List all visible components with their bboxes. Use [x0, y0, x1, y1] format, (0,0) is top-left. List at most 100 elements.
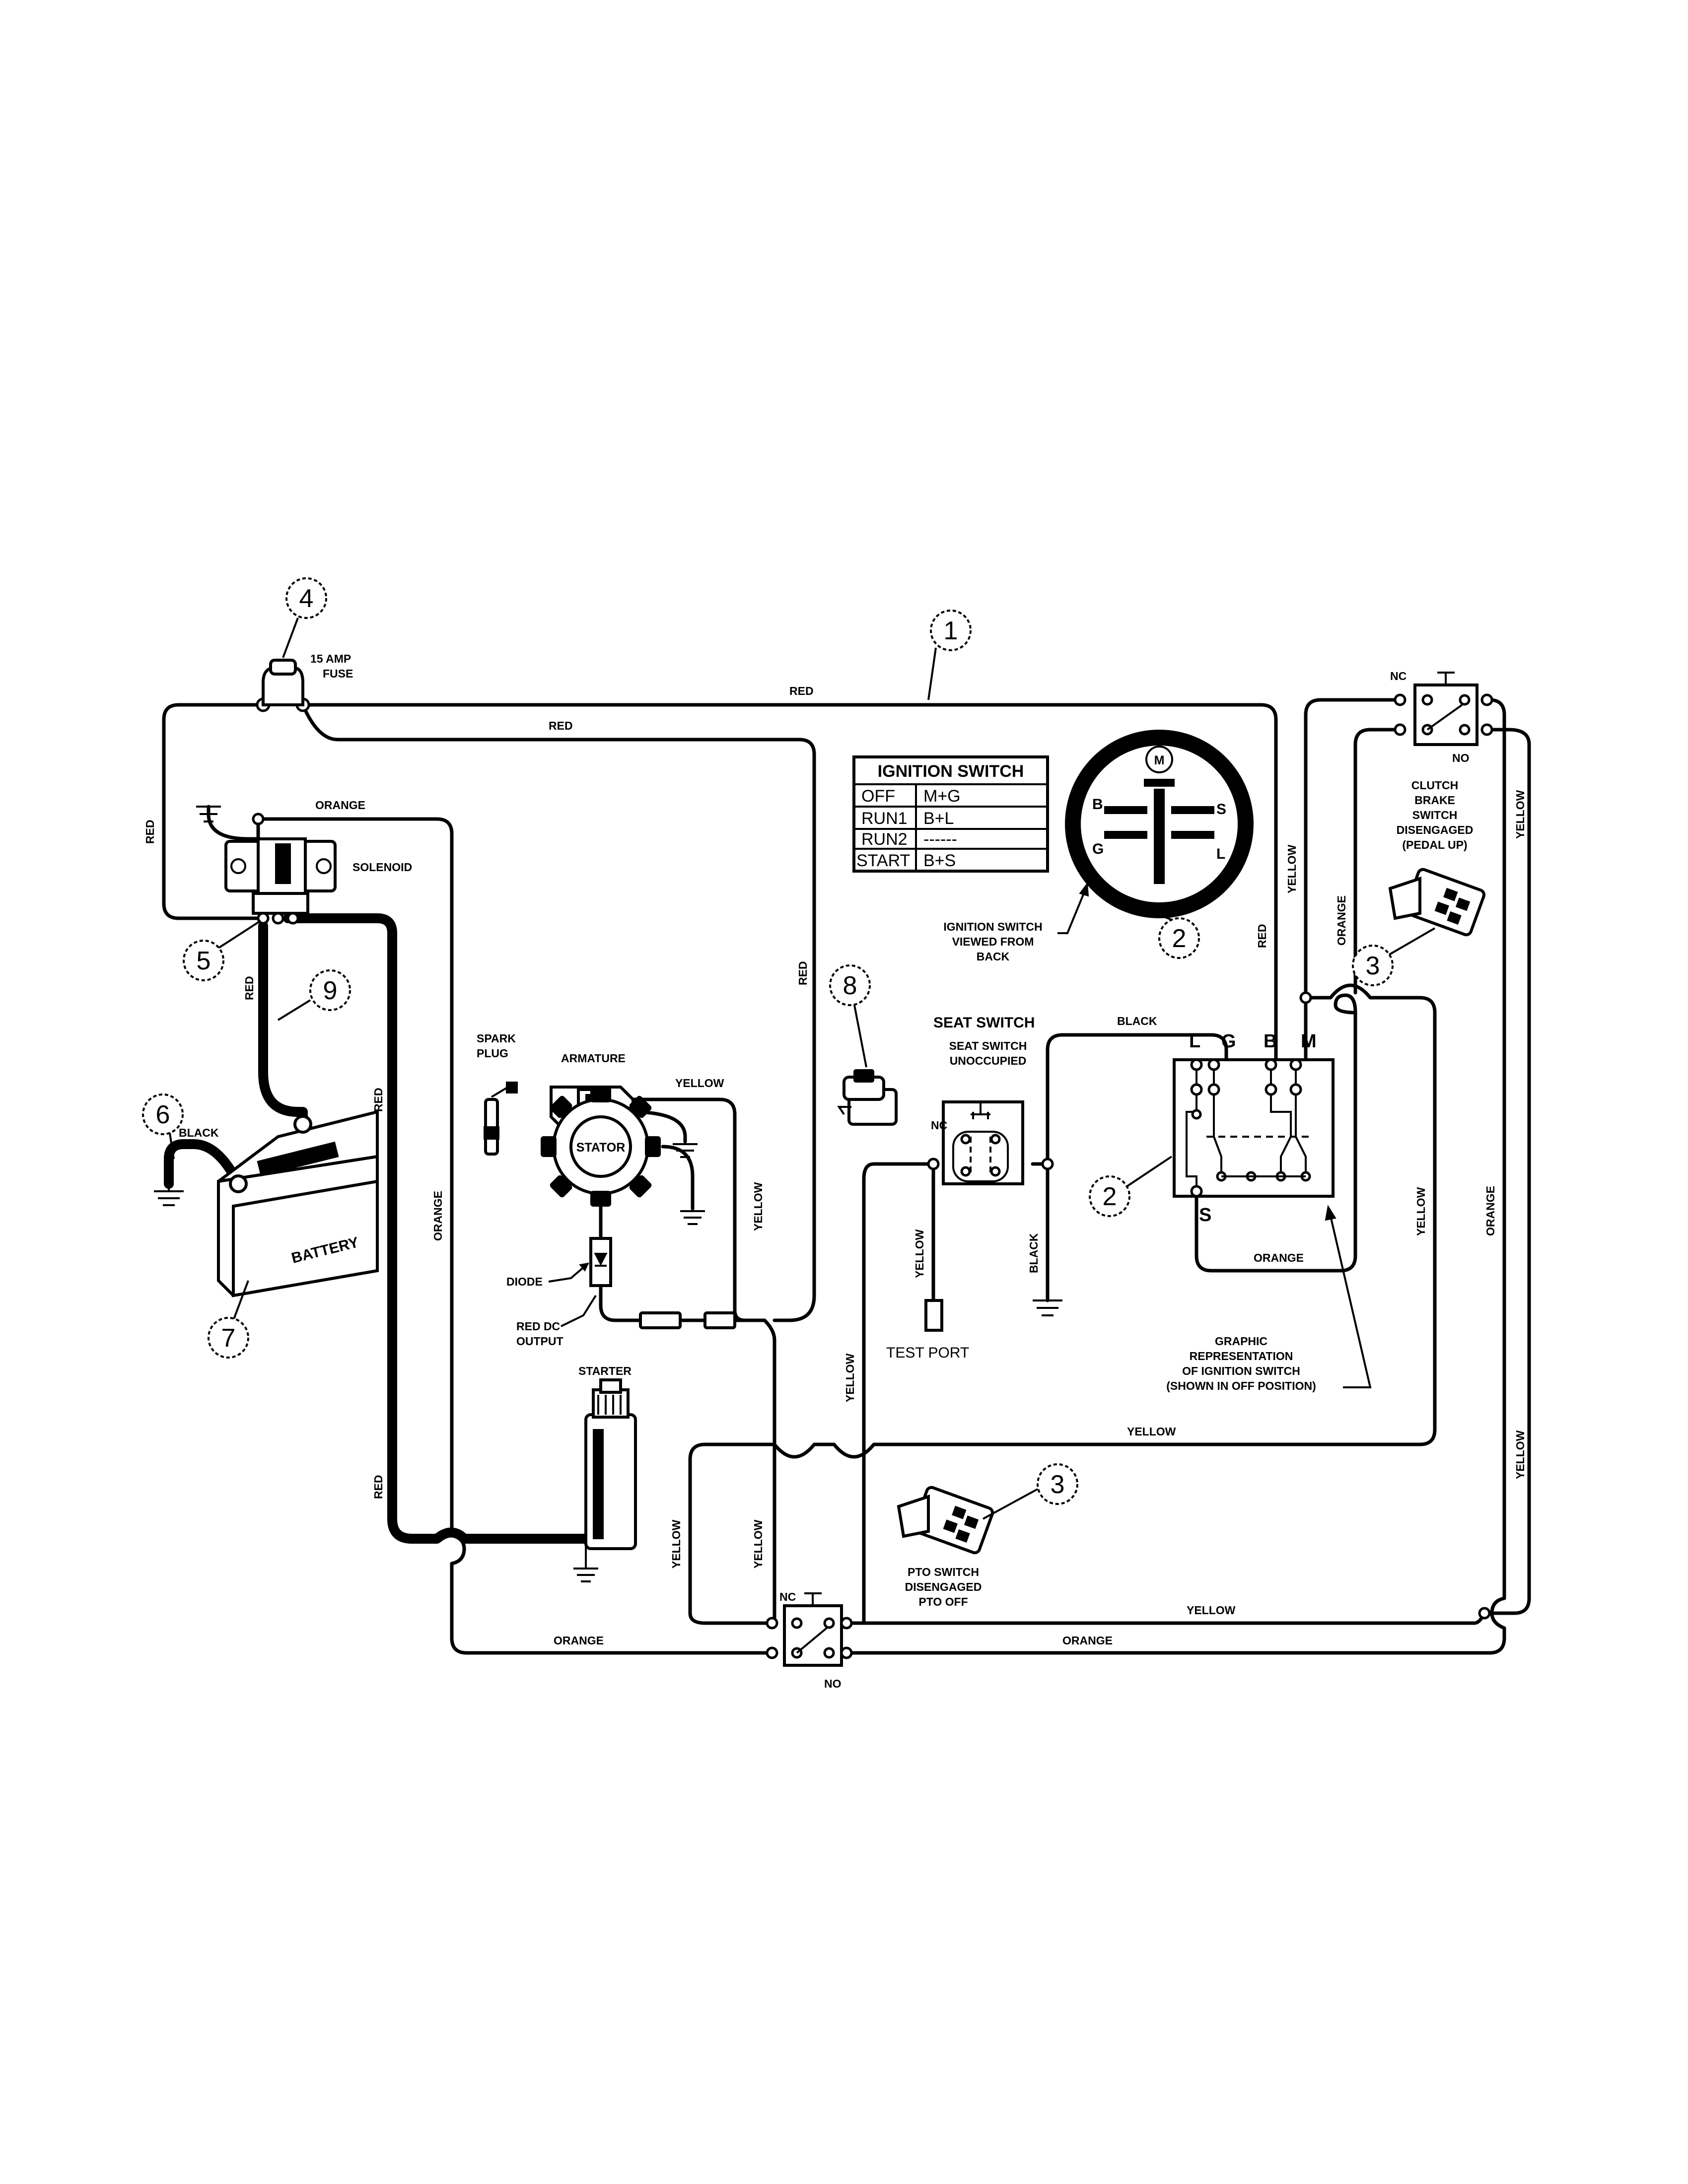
- wire-label-red-lower: RED: [372, 1475, 385, 1499]
- term-back-b: B: [1092, 796, 1103, 813]
- ignition-table: [852, 755, 1049, 873]
- solenoid-label: SOLENOID: [352, 861, 412, 874]
- callout-4-num: 4: [299, 584, 314, 613]
- wire-label-red-left: RED: [143, 819, 156, 844]
- wire-label-orange-top: ORANGE: [315, 799, 365, 812]
- wire-label-yellow-far-right-low: YELLOW: [1514, 1430, 1527, 1479]
- callout-5: [183, 940, 224, 981]
- callout-2-top: [1158, 917, 1200, 959]
- ignition-graphic: [1173, 1058, 1335, 1198]
- callout-2-top-num: 2: [1172, 924, 1187, 953]
- callout-1: [930, 610, 972, 651]
- wire-label-red-2: RED: [549, 719, 573, 732]
- wire-label-red-center: RED: [796, 961, 809, 985]
- fuse: [262, 659, 304, 706]
- pto-no-label: NO: [824, 1677, 842, 1690]
- wire-label-orange-right-inner: ORANGE: [1335, 895, 1348, 946]
- wire-orange-solenoid: [256, 817, 774, 1655]
- seat-switch: [942, 1100, 1024, 1185]
- pto-nc-label: NC: [779, 1590, 796, 1603]
- starter-label: STARTER: [578, 1365, 632, 1377]
- graphic-rep-arrow: [1325, 1205, 1336, 1221]
- wire-yellow-mid: [688, 983, 1437, 1625]
- wire-label-yellow-left-loop: YELLOW: [670, 1519, 683, 1569]
- starter: [573, 1378, 637, 1582]
- wire-label-red-9: RED: [243, 976, 256, 1000]
- wire-label-black-battery: BLACK: [179, 1126, 219, 1139]
- seat-switch-icon: [837, 1069, 898, 1126]
- clutch-no-label: NO: [1452, 751, 1470, 764]
- callout-8-num: 8: [843, 971, 857, 1000]
- diode: [589, 1237, 612, 1287]
- node: [1478, 1607, 1491, 1620]
- wire-label-yellow-testport: YELLOW: [913, 1229, 926, 1278]
- solenoid: [196, 805, 337, 925]
- armature-label: ARMATURE: [561, 1052, 626, 1065]
- callout-9-num: 9: [323, 976, 338, 1005]
- callout-3-lower: [1037, 1463, 1078, 1505]
- table-conn-run2: ------: [923, 830, 957, 849]
- wire-label-orange-right: ORANGE: [1484, 1186, 1497, 1236]
- callout-6-num: 6: [156, 1100, 170, 1129]
- table-pos-off: OFF: [861, 787, 895, 806]
- wire-label-yellow-pto: YELLOW: [844, 1353, 856, 1402]
- wire-label-yellow-far-right-top: YELLOW: [1514, 790, 1527, 839]
- wire-label-yellow-right-inner: YELLOW: [1414, 1187, 1427, 1236]
- term-back-s: S: [1216, 801, 1226, 818]
- ground-stator: [680, 1210, 705, 1225]
- stator: [541, 1087, 661, 1207]
- stator-label: STATOR: [576, 1141, 626, 1155]
- clutch-nc-label: NC: [1390, 670, 1407, 682]
- node: [1299, 991, 1312, 1004]
- pto-switch-icon: [897, 1486, 994, 1555]
- wire-yellow-right: [844, 728, 1531, 1625]
- wire-black-seat-g: [1031, 1033, 1228, 1166]
- test-port-label: TEST PORT: [886, 1345, 969, 1361]
- term-back-l: L: [1216, 846, 1225, 862]
- wire-yellow-center-down: [763, 1318, 776, 1625]
- wire-label-orange-left: ORANGE: [431, 1191, 444, 1241]
- callout-6: [142, 1093, 184, 1135]
- wire-red-2: [301, 703, 816, 1322]
- wire-yellow-seat: [862, 1162, 935, 1625]
- wire-label-orange-s: ORANGE: [1254, 1251, 1304, 1264]
- node: [1041, 1158, 1054, 1170]
- wire-label-black-seat: BLACK: [1027, 1233, 1040, 1273]
- term-graphic-g: G: [1221, 1031, 1236, 1052]
- callout-4: [285, 577, 327, 619]
- table-pos-start: START: [856, 851, 910, 870]
- wire-label-red-solenoid: RED: [372, 1088, 385, 1112]
- wire-red-dc: [599, 1284, 642, 1322]
- test-port: [924, 1299, 943, 1332]
- callout-9: [309, 969, 351, 1011]
- callout-3-top: [1352, 945, 1394, 986]
- callout-8: [829, 964, 871, 1006]
- table-conn-start: B+S: [923, 851, 956, 870]
- ignition-switch-back-view: [1065, 730, 1254, 918]
- wire-label-orange-bottom-left: ORANGE: [554, 1634, 604, 1647]
- table-pos-run2: RUN2: [861, 830, 908, 849]
- callout-3-lower-num: 3: [1051, 1470, 1065, 1499]
- spark-plug: [484, 1082, 518, 1156]
- term-graphic-m: M: [1301, 1031, 1317, 1052]
- wire-red-top: [301, 703, 1278, 1094]
- ground-battery: [154, 1184, 184, 1206]
- term-graphic-s: S: [1199, 1205, 1211, 1226]
- wire-label-yellow-m: YELLOW: [1285, 844, 1298, 893]
- callouts: 1 4 5 9 6 7 8 2 2 3: [142, 577, 1436, 1520]
- wire-label-red-b: RED: [1256, 924, 1268, 948]
- callout-7-num: 7: [221, 1324, 236, 1353]
- wire-orange-s: [1195, 993, 1357, 1273]
- pto-switch: [766, 1592, 853, 1667]
- ignition-table-title: IGNITION SWITCH: [878, 762, 1024, 781]
- red-dc-leader: [561, 1295, 597, 1327]
- wire-label-yellow-mid: YELLOW: [1127, 1425, 1176, 1438]
- term-back-m: M: [1154, 753, 1165, 767]
- wire-color-labels: RED RED RED ORANGE RED RED ORANGE RED YE…: [143, 684, 1527, 1647]
